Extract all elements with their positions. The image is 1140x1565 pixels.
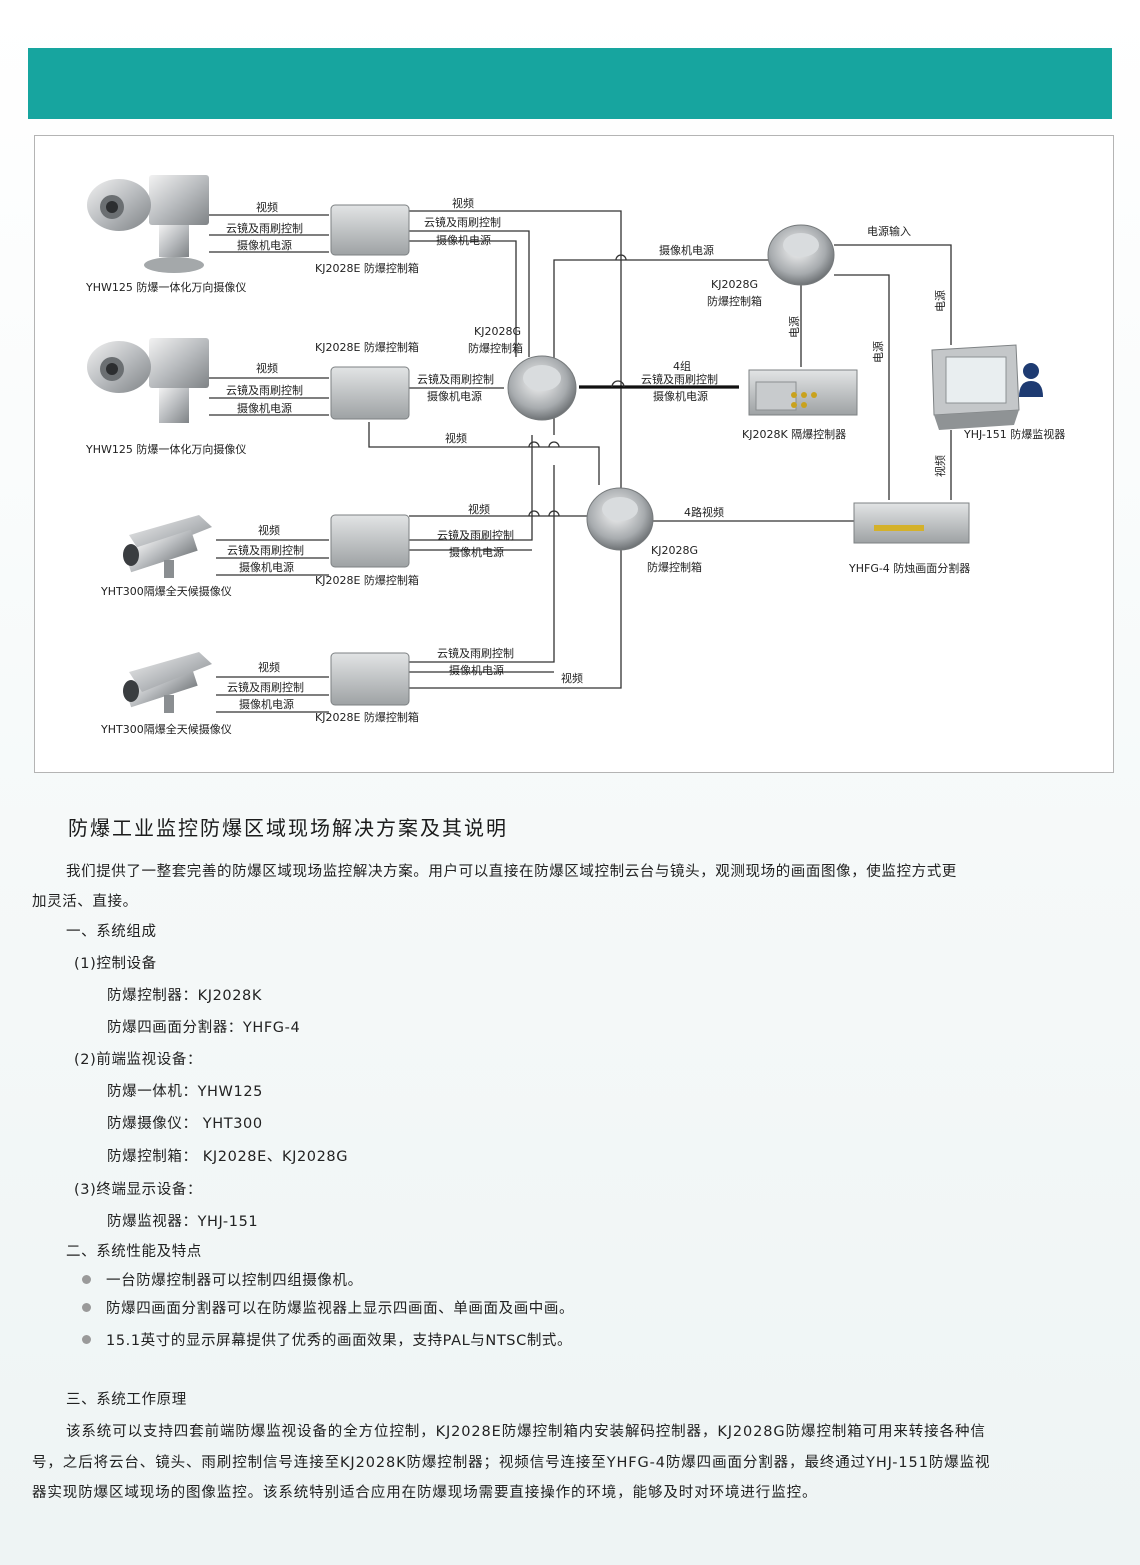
diagram-labels: YHW125 防爆一体化万向摄像仪 YHW125 防爆一体化万向摄像仪 YHT3… <box>85 196 1065 736</box>
item-yht300: 防爆摄像仪： YHT300 <box>107 1116 263 1132</box>
item-yhfg4: 防爆四画面分割器：YHFG-4 <box>107 1020 301 1036</box>
kj2028g-top-model: KJ2028G <box>711 278 758 291</box>
wire-label: 视频 <box>256 361 278 375</box>
system-diagram: YHW125 防爆一体化万向摄像仪 YHW125 防爆一体化万向摄像仪 YHT3… <box>85 175 1065 736</box>
item-kj2028k: 防爆控制器：KJ2028K <box>107 988 262 1004</box>
bullet-icon <box>82 1303 91 1312</box>
wire-label: 视频 <box>933 455 947 477</box>
wire-label: 云镜及雨刷控制 <box>424 215 501 229</box>
camera-yht300-2 <box>123 652 212 713</box>
wire-label: 摄像机电源 <box>237 401 292 415</box>
section-1-heading: 一、系统组成 <box>66 924 157 940</box>
diagram-frame <box>34 135 1114 773</box>
bullet-2: 防爆四画面分割器可以在防爆监视器上显示四画面、单画面及画中画。 <box>106 1301 575 1317</box>
kj2028g-box-low <box>586 487 654 551</box>
wire-label: 4路视频 <box>684 505 724 519</box>
kj2028e-box-2 <box>330 366 410 420</box>
wire-label: 摄像机电源 <box>659 243 714 257</box>
wire-label: 摄像机电源 <box>239 560 294 574</box>
wire-label: 云镜及雨刷控制 <box>437 646 514 660</box>
wire-label: 云镜及雨刷控制 <box>437 528 514 542</box>
wire-label: 云镜及雨刷控制 <box>227 680 304 694</box>
section-3-heading: 三、系统工作原理 <box>66 1392 187 1408</box>
wire-label: 电源 <box>933 290 947 312</box>
kj2028g-low-model: KJ2028G <box>651 544 698 557</box>
kj2028e-box-4 <box>330 652 410 706</box>
wire-label: 视频 <box>258 523 280 537</box>
wire-label: 云镜及雨刷控制 <box>226 221 303 235</box>
kj2028k-label: KJ2028K 隔爆控制器 <box>742 427 846 441</box>
item-yhj151: 防爆监视器：YHJ-151 <box>107 1214 259 1230</box>
wire-label: 云镜及雨刷控制 <box>641 372 718 386</box>
wire-label: 电源 <box>871 341 885 363</box>
wire-label: 云镜及雨刷控制 <box>226 383 303 397</box>
wire-label: 视频 <box>452 196 474 210</box>
kj2028e-box-1 <box>330 204 410 256</box>
kj2028g-box-top <box>767 224 835 286</box>
kj2028g-low-name: 防爆控制箱 <box>647 560 702 574</box>
subsection-1-2: (2)前端监视设备： <box>74 1052 203 1068</box>
bullet-1: 一台防爆控制器可以控制四组摄像机。 <box>106 1273 363 1289</box>
wire-label: 摄像机电源 <box>427 389 482 403</box>
camera-label-4: YHT300隔爆全天候摄像仪 <box>100 722 232 736</box>
user-icon <box>1019 363 1043 397</box>
wire-label: 视频 <box>445 431 467 445</box>
wire-label: 摄像机电源 <box>237 238 292 252</box>
wire-label: 摄像机电源 <box>239 697 294 711</box>
item-yhw125: 防爆一体机：YHW125 <box>107 1084 263 1100</box>
wire-label: 电源 <box>787 316 801 338</box>
camera-yhw125-2 <box>87 338 209 423</box>
intro-line-1: 我们提供了一整套完善的防爆区域现场监控解决方案。用户可以直接在防爆区域控制云台与… <box>66 864 957 880</box>
camera-yht300-1 <box>123 515 212 578</box>
item-kj2028e-g: 防爆控制箱： KJ2028E、KJ2028G <box>107 1149 349 1165</box>
camera-yhw125-1 <box>87 175 209 273</box>
yhj151-monitor <box>931 344 1020 430</box>
kj2028g-box-mid <box>507 355 577 421</box>
section-2-heading: 二、系统性能及特点 <box>66 1244 202 1260</box>
wires <box>209 210 952 713</box>
bullet-3: 15.1英寸的显示屏幕提供了优秀的画面效果，支持PAL与NTSC制式。 <box>106 1333 573 1349</box>
subsection-1-3: (3)终端显示设备： <box>74 1182 203 1198</box>
camera-label-1: YHW125 防爆一体化万向摄像仪 <box>85 280 246 294</box>
principle-line-2: 号，之后将云台、镜头、雨刷控制信号连接至KJ2028K防爆控制器；视频信号连接至… <box>32 1455 991 1471</box>
yhfg4-label: YHFG-4 防烛画面分割器 <box>848 561 970 575</box>
wire-label: 摄像机电源 <box>653 389 708 403</box>
wire-label: 视频 <box>256 200 278 214</box>
bullet-icon <box>82 1275 91 1284</box>
wire-label: 视频 <box>468 502 490 516</box>
camera-label-3: YHT300隔爆全天候摄像仪 <box>100 584 232 598</box>
bullet-icon <box>82 1335 91 1344</box>
wire-label: 云镜及雨刷控制 <box>417 372 494 386</box>
header-banner <box>28 48 1112 119</box>
yhfg4-splitter <box>853 502 970 544</box>
wire-label: 4组 <box>673 359 691 373</box>
camera-label-2: YHW125 防爆一体化万向摄像仪 <box>85 442 246 456</box>
principle-line-3: 器实现防爆区域现场的图像监控。该系统特别适合应用在防爆现场需要直接操作的环境，能… <box>32 1485 818 1501</box>
page-title: 防爆工业监控防爆区域现场解决方案及其说明 <box>68 816 508 840</box>
kj2028g-top-name: 防爆控制箱 <box>707 294 762 308</box>
principle-line-1: 该系统可以支持四套前端防爆监视设备的全方位控制，KJ2028E防爆控制箱内安装解… <box>66 1424 986 1440</box>
kj2028k-controller <box>748 369 858 416</box>
wire-label: 视频 <box>258 660 280 674</box>
kj2028e-box-3 <box>330 514 410 568</box>
wire-label: 云镜及雨刷控制 <box>227 543 304 557</box>
wire-label: 摄像机电源 <box>449 545 504 559</box>
kj2028e-label-4: KJ2028E 防爆控制箱 <box>315 710 419 724</box>
subsection-1-1: (1)控制设备 <box>74 956 157 972</box>
kj2028g-mid-name: 防爆控制箱 <box>468 341 523 355</box>
kj2028g-mid-model: KJ2028G <box>474 325 521 338</box>
wire-label: 摄像机电源 <box>436 233 491 247</box>
wire-label: 视频 <box>561 671 583 685</box>
kj2028e-label-2: KJ2028E 防爆控制箱 <box>315 340 419 354</box>
yhj151-label: YHJ-151 防爆监视器 <box>963 427 1065 441</box>
wire-label: 摄像机电源 <box>449 663 504 677</box>
intro-line-2: 加灵活、直接。 <box>32 894 138 910</box>
wire-label: 电源输入 <box>867 224 911 238</box>
kj2028e-label-1: KJ2028E 防爆控制箱 <box>315 261 419 275</box>
kj2028e-label-3: KJ2028E 防爆控制箱 <box>315 573 419 587</box>
